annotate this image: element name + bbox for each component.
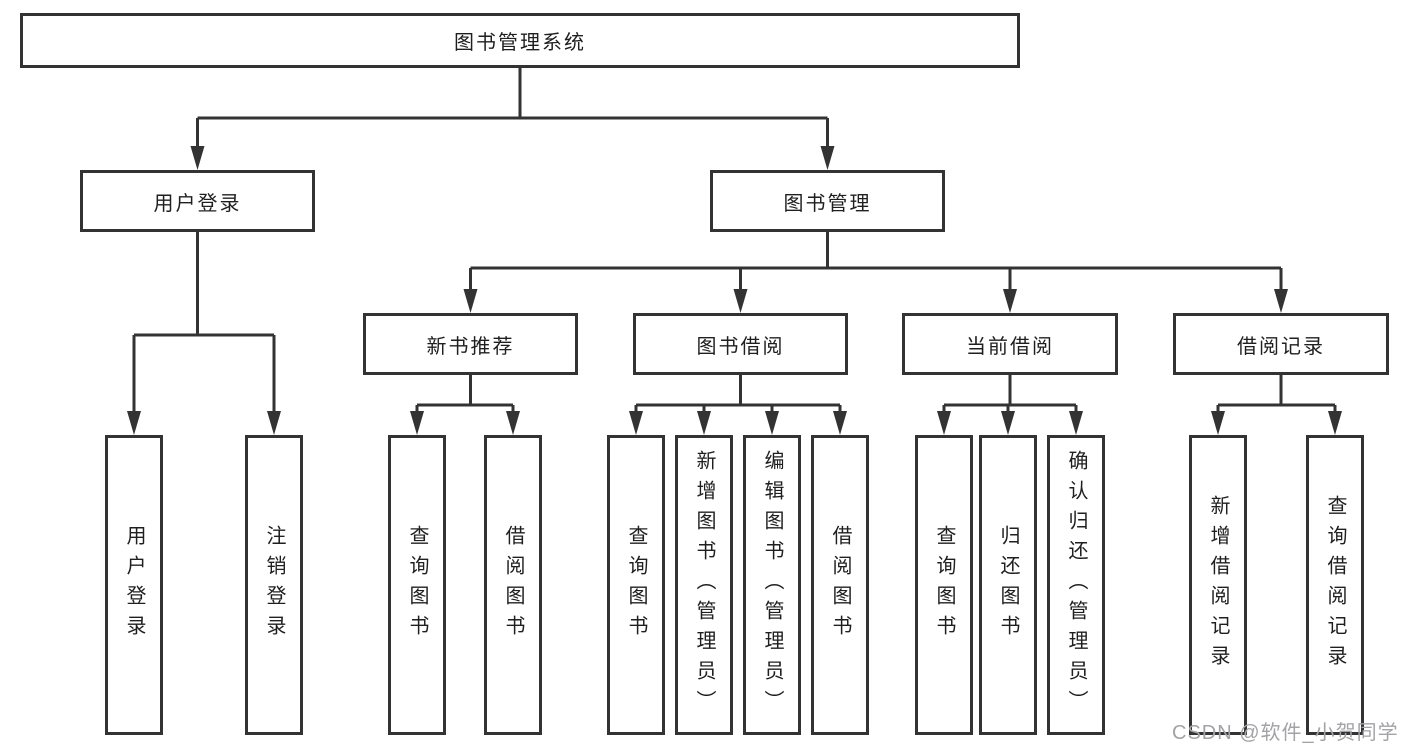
leaf-label: 新增借阅记录 [1207, 495, 1229, 675]
leaf-label: 注销登录 [263, 525, 285, 645]
leaf-add-borrow-record: 新增借阅记录 [1189, 435, 1247, 735]
node-label: 图书管理 [783, 192, 872, 215]
node-current-borrowing: 当前借阅 [902, 313, 1118, 375]
leaf-label: 查询借阅记录 [1324, 495, 1346, 675]
node-borrowing-records: 借阅记录 [1173, 313, 1389, 375]
leaf-confirm-return-admin: 确认归还（管理员） [1047, 435, 1105, 735]
node-label: 图书借阅 [696, 335, 785, 358]
leaf-label: 归还图书 [997, 525, 1019, 645]
node-book-borrowing: 图书借阅 [633, 313, 848, 375]
leaf-query-books-recommend: 查询图书 [388, 435, 446, 735]
leaf-label: 查询图书 [406, 525, 428, 645]
node-user-login: 用户登录 [80, 170, 315, 232]
leaf-user-login: 用户登录 [105, 435, 163, 735]
leaf-label: 查询图书 [933, 525, 955, 645]
node-book-management: 图书管理 [710, 170, 945, 232]
leaf-return-books: 归还图书 [979, 435, 1037, 735]
leaf-label: 用户登录 [123, 525, 145, 645]
leaf-label: 查询图书 [625, 525, 647, 645]
leaf-query-books-borrowing: 查询图书 [607, 435, 665, 735]
node-label: 用户登录 [153, 192, 242, 215]
csdn-watermark: CSDN @软件_小贺同学 [1172, 722, 1399, 744]
node-label: 借阅记录 [1237, 335, 1325, 358]
leaf-label: 确认归还（管理员） [1065, 450, 1087, 720]
leaf-label: 借阅图书 [502, 525, 524, 645]
leaf-edit-books-admin: 编辑图书（管理员） [743, 435, 801, 735]
leaf-add-books-admin: 新增图书（管理员） [675, 435, 733, 735]
leaf-logout: 注销登录 [245, 435, 303, 735]
node-label: 新书推荐 [426, 335, 515, 358]
leaf-label: 新增图书（管理员） [693, 450, 715, 720]
leaf-label: 编辑图书（管理员） [761, 450, 783, 720]
leaf-query-books-current: 查询图书 [915, 435, 973, 735]
leaf-borrow-books-recommend: 借阅图书 [484, 435, 542, 735]
node-label: 图书管理系统 [454, 32, 586, 54]
node-library-management-system: 图书管理系统 [20, 13, 1020, 68]
leaf-query-borrow-record: 查询借阅记录 [1306, 435, 1364, 735]
leaf-label: 借阅图书 [829, 525, 851, 645]
node-label: 当前借阅 [966, 335, 1054, 358]
node-new-book-recommendation: 新书推荐 [363, 313, 578, 375]
leaf-borrow-books-borrowing: 借阅图书 [811, 435, 869, 735]
